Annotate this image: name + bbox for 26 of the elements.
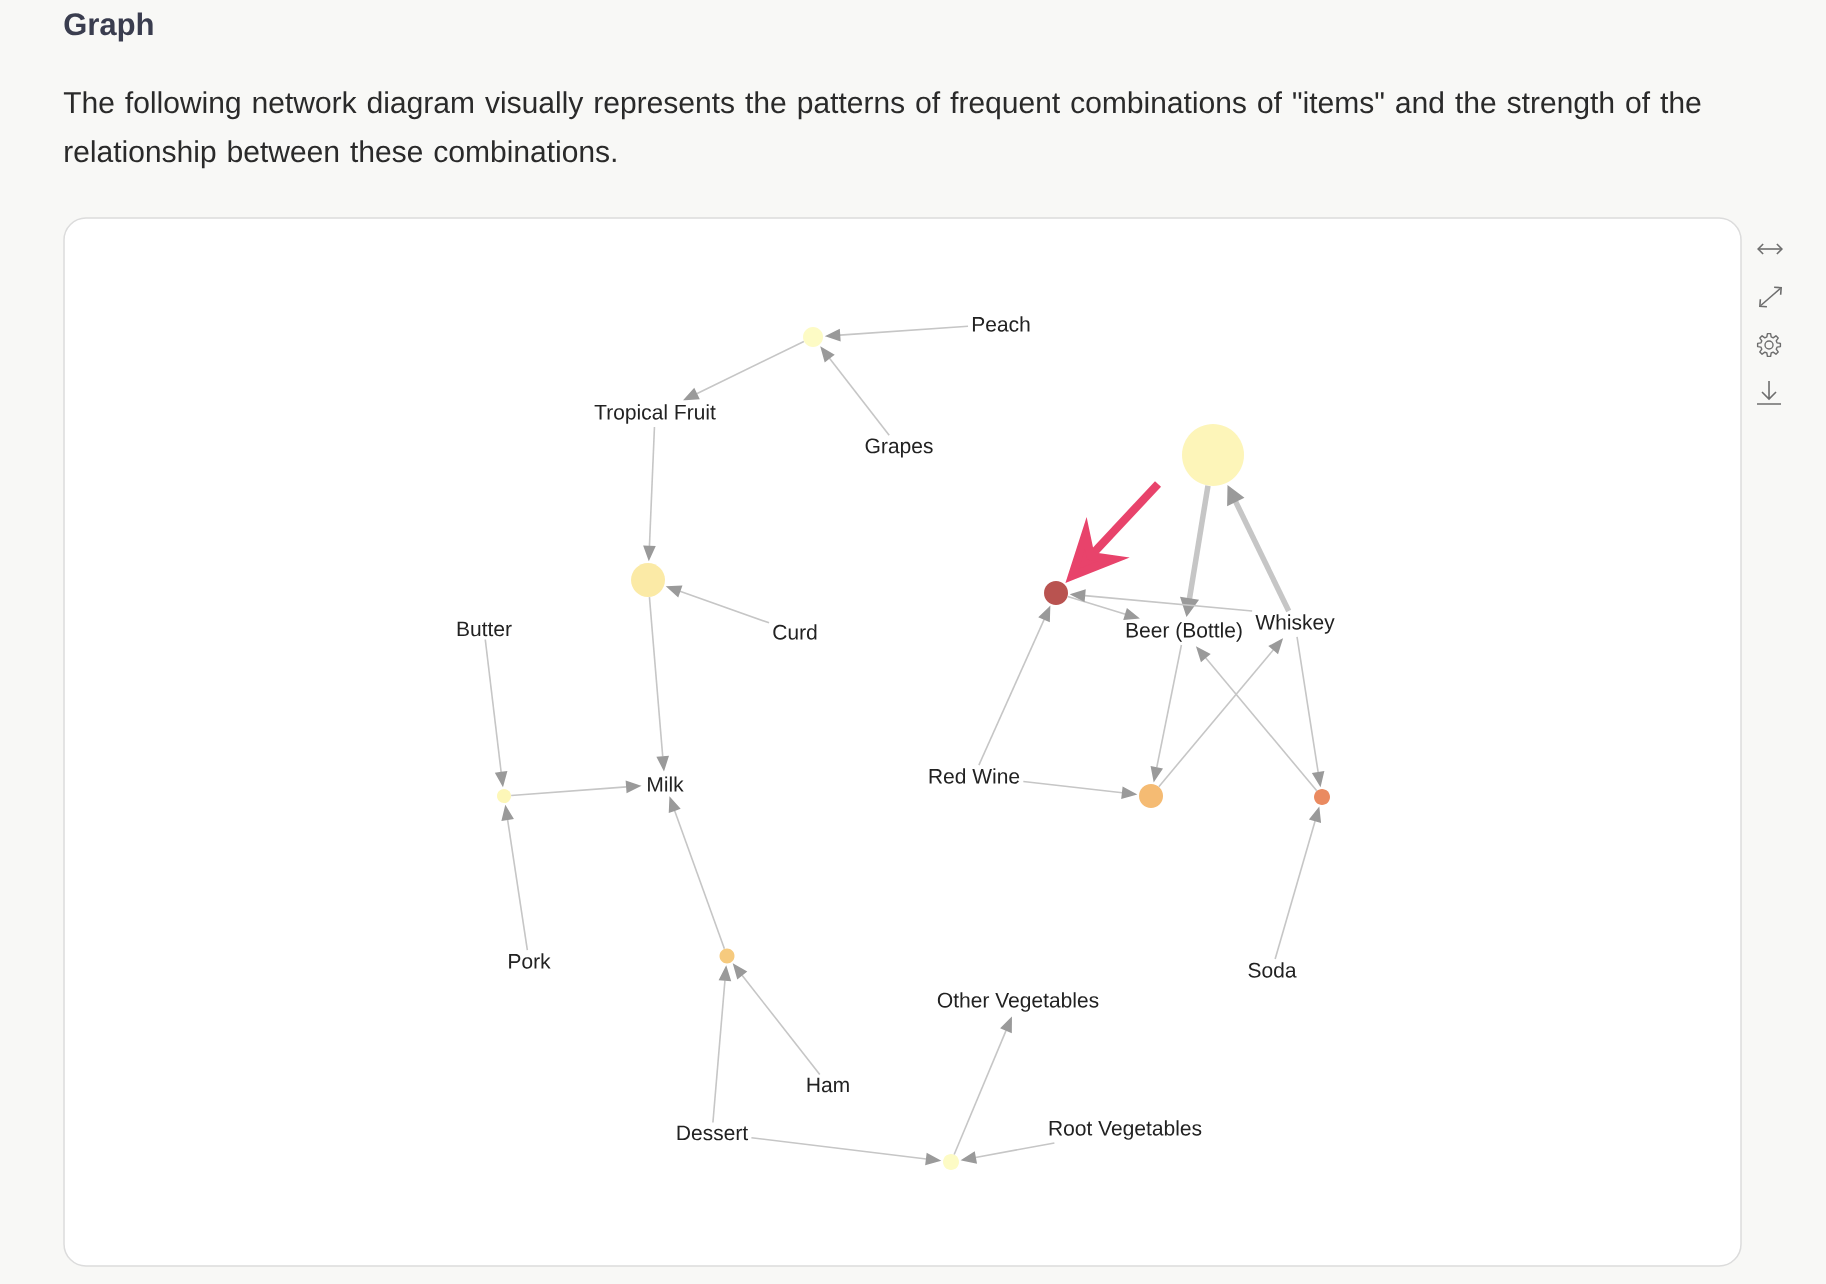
node-label: Red Wine bbox=[929, 768, 1020, 784]
node-circle bbox=[1139, 784, 1163, 808]
node-circle bbox=[719, 948, 735, 964]
node-label: Grapes bbox=[865, 438, 933, 458]
node-circle bbox=[631, 563, 665, 597]
heading: Graph bbox=[64, 12, 153, 42]
node-label: Peach bbox=[972, 316, 1030, 332]
node-label: Butter bbox=[457, 621, 512, 637]
node-label: Curd bbox=[773, 624, 817, 640]
node-circle bbox=[803, 327, 823, 347]
node-circle bbox=[1182, 424, 1244, 486]
node-label: Dessert bbox=[677, 1125, 748, 1141]
caption-text: The following network diagram visually represents the patterns of frequent combinations of "items" and the strength of the relationship between these combinations. bbox=[63, 91, 1701, 169]
node-label: Soda bbox=[1248, 962, 1297, 978]
node-label: Root Vegetables bbox=[1049, 1120, 1202, 1140]
node-label: Whiskey bbox=[1255, 614, 1335, 634]
node-label: Other Vegetables bbox=[937, 992, 1099, 1012]
node-label: Ham bbox=[807, 1077, 849, 1093]
node-label: Pork bbox=[509, 953, 551, 969]
node-circle bbox=[1044, 581, 1068, 605]
node-label: Tropical Fruit bbox=[594, 404, 716, 424]
node-circle bbox=[497, 789, 511, 803]
node-circle bbox=[943, 1154, 959, 1170]
node-circle bbox=[1314, 789, 1330, 805]
node-label: Beer (Bottle) bbox=[1126, 622, 1242, 642]
node-label: Milk bbox=[648, 776, 684, 792]
